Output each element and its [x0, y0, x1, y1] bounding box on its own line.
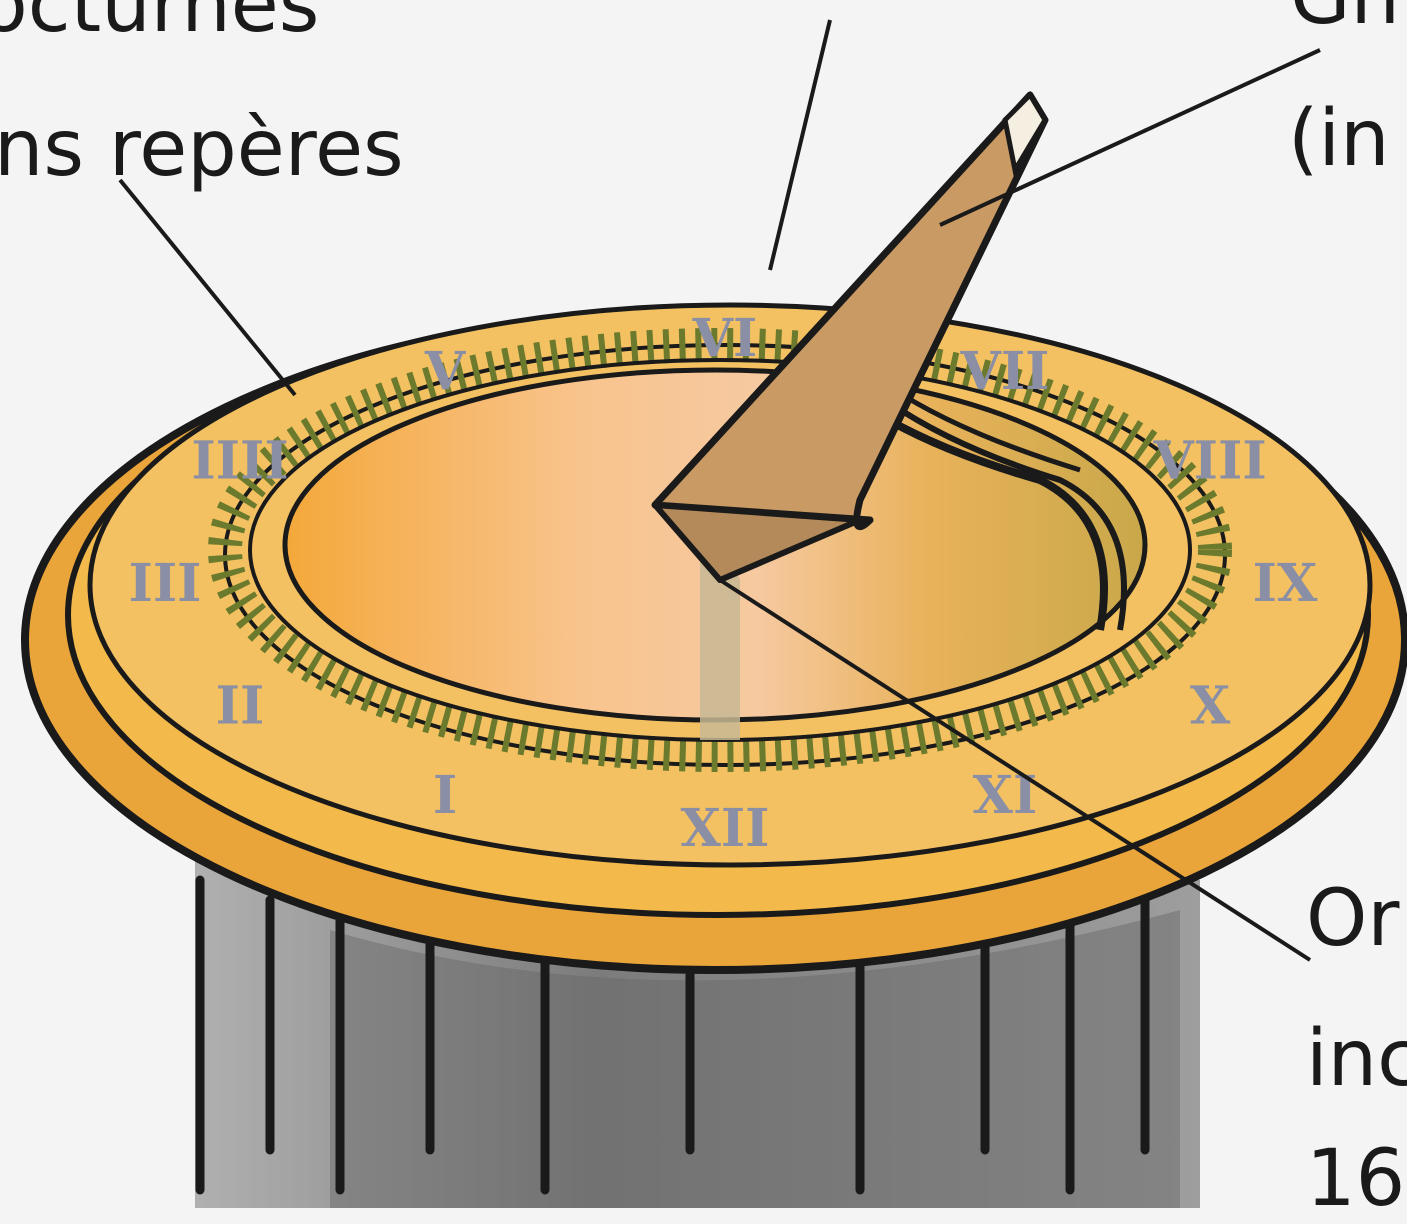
hour-numeral: III [129, 553, 202, 614]
hour-numeral: XI [973, 765, 1038, 826]
hour-numeral: I [433, 765, 457, 826]
label-gnomon-detail: (in [1288, 100, 1390, 178]
label-ombre-detail: inc [1306, 1020, 1407, 1098]
leader-line-nocturnes [770, 20, 830, 270]
hour-numeral: X [1190, 676, 1231, 737]
hour-numeral: II [216, 676, 265, 737]
hour-numeral: IX [1253, 553, 1318, 614]
hour-numeral: VII [960, 341, 1050, 402]
hour-numeral: XII [681, 798, 770, 859]
label-octurnes: octurnes [0, 0, 319, 44]
hour-numeral: V [424, 341, 467, 402]
hour-numeral: IIII [191, 431, 288, 492]
label-ombre-number: 16 [1306, 1140, 1405, 1218]
label-reperes: ns repères [0, 110, 404, 188]
leader-line-reperes [120, 180, 295, 395]
label-gnomon: Gn [1290, 0, 1400, 36]
hour-numeral: VI [692, 308, 758, 369]
label-ombre: Or [1306, 880, 1399, 958]
hour-numeral: VIII [1152, 431, 1266, 492]
